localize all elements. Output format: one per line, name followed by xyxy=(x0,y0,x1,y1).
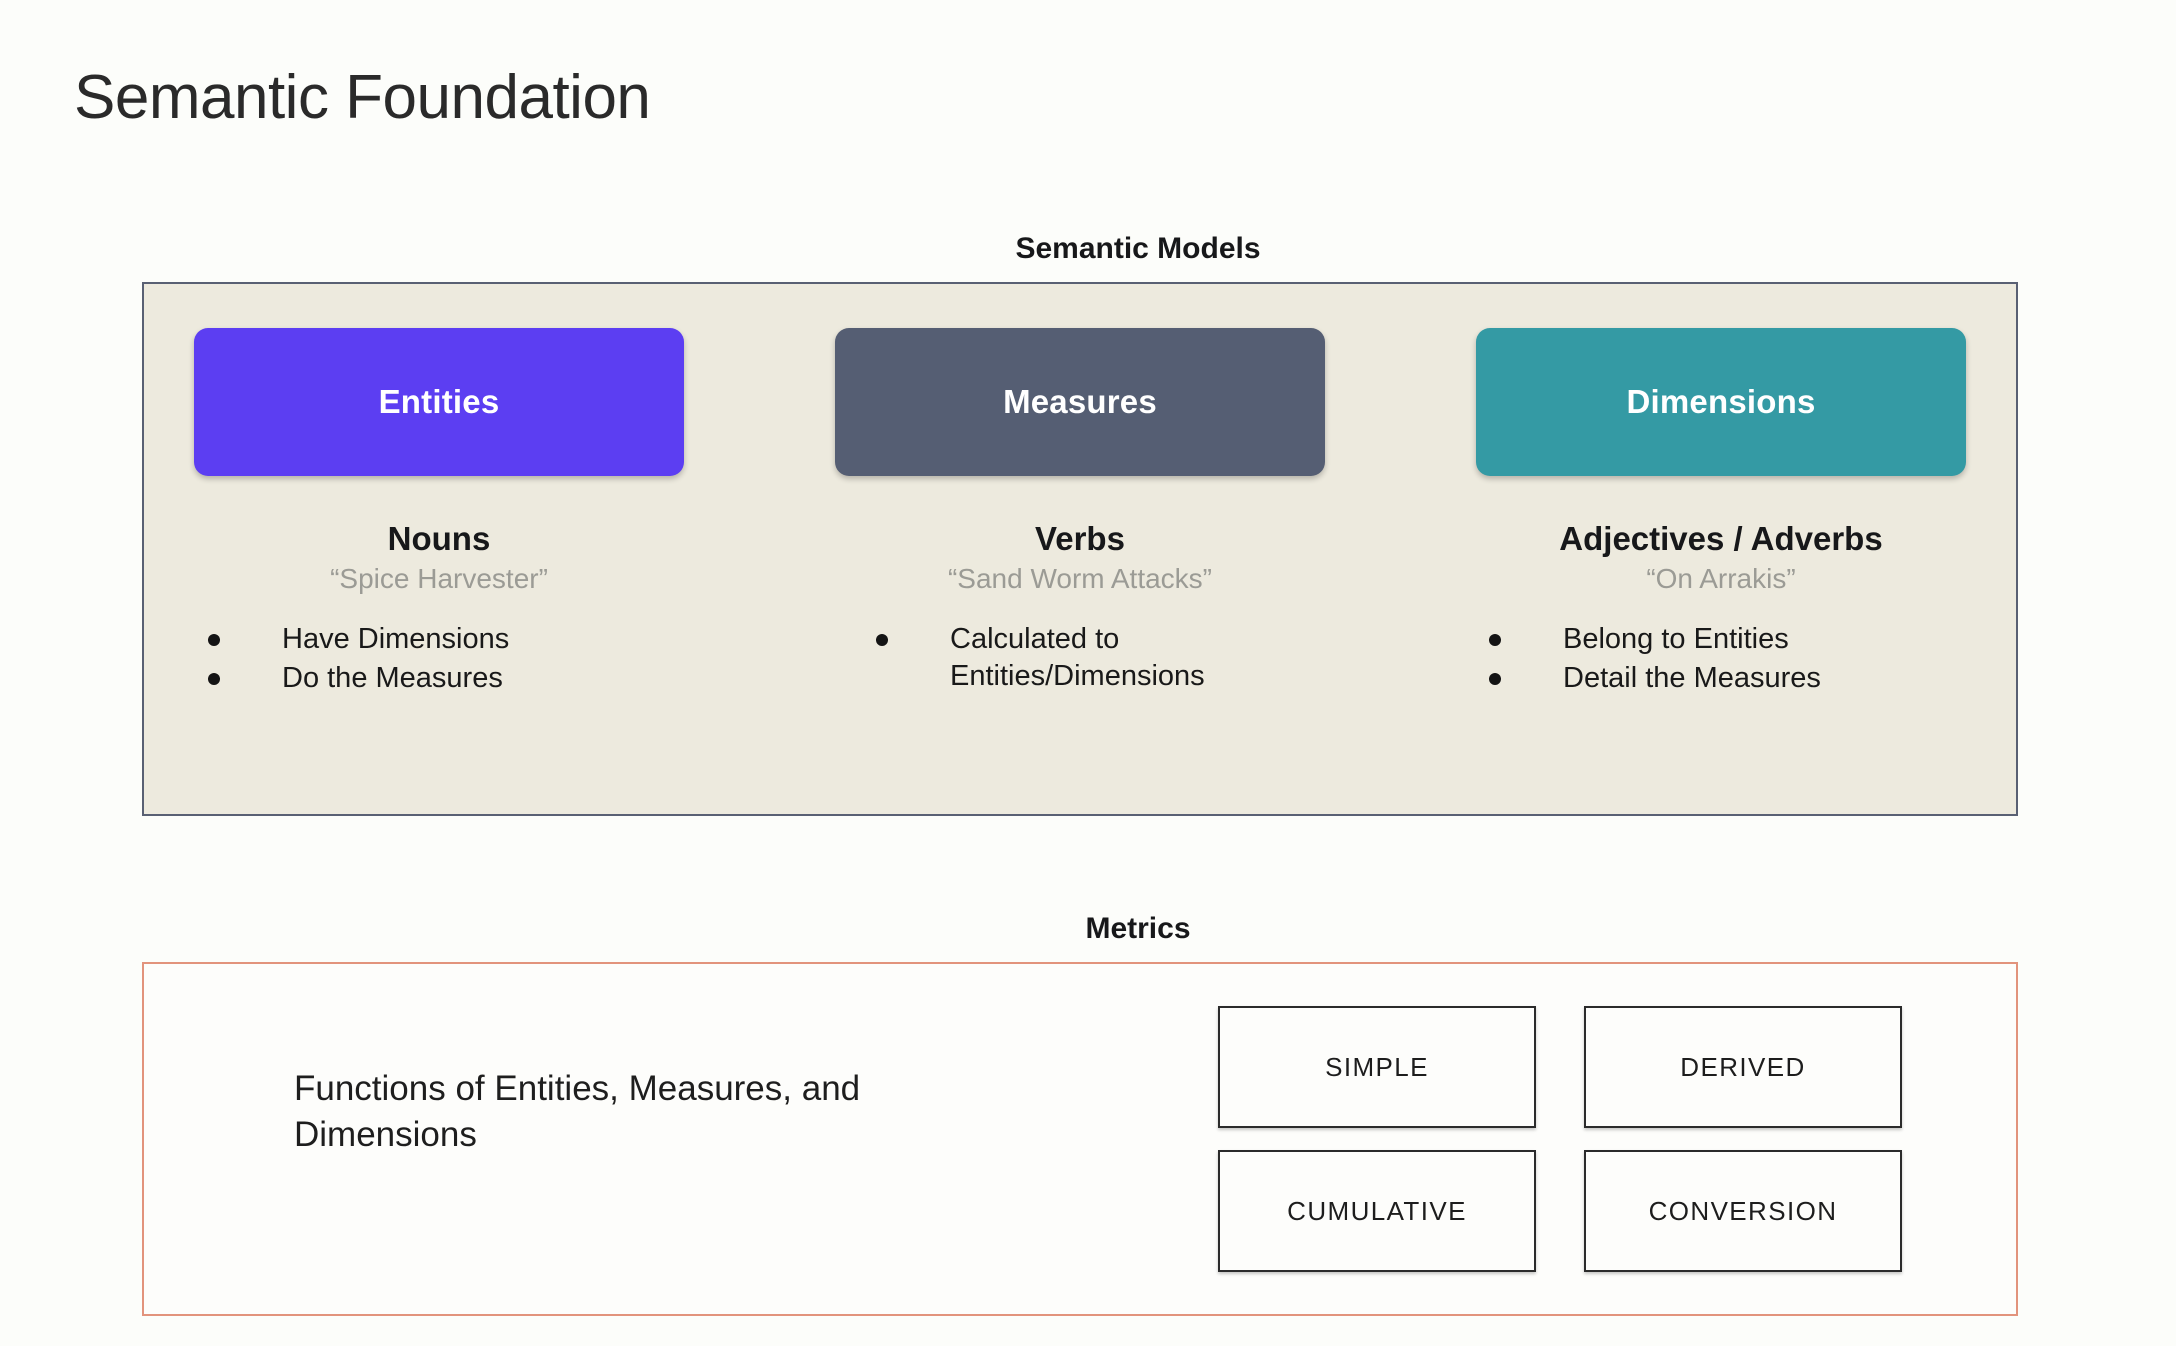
bullet-dot-icon xyxy=(1489,672,1501,685)
dimensions-example: “On Arrakis” xyxy=(1646,562,1796,594)
bullet-dot-icon xyxy=(876,633,888,646)
semantic-models-panel: Entities Nouns “Spice Harvester” Have Di… xyxy=(142,282,2018,816)
measures-bullet-list: Calculated to Entities/Dimensions xyxy=(794,621,1366,695)
semantic-models-caption: Semantic Models xyxy=(1015,232,1261,265)
metric-type-conversion[interactable]: CONVERSION xyxy=(1584,1150,1902,1272)
measures-example: “Sand Worm Attacks” xyxy=(947,562,1212,594)
entities-example: “Spice Harvester” xyxy=(330,562,548,594)
metrics-panel: Functions of Entities, Measures, and Dim… xyxy=(142,962,2018,1316)
semantic-column-entities: Entities Nouns “Spice Harvester” Have Di… xyxy=(194,328,684,814)
semantic-column-measures: Measures Verbs “Sand Worm Attacks” Calcu… xyxy=(835,328,1325,814)
metric-type-simple[interactable]: SIMPLE xyxy=(1218,1006,1536,1128)
measures-bullet-text: Calculated to Entities/Dimensions xyxy=(950,622,1205,692)
semantic-column-dimensions: Dimensions Adjectives / Adverbs “On Arra… xyxy=(1476,328,1966,814)
semantic-models-columns: Entities Nouns “Spice Harvester” Have Di… xyxy=(144,284,2016,814)
list-item: Have Dimensions xyxy=(208,621,698,658)
dimensions-bullet-text: Belong to Entities xyxy=(1563,622,1789,655)
list-item: Do the Measures xyxy=(208,660,698,697)
list-item: Detail the Measures xyxy=(1489,660,1979,697)
dimensions-bullet-list: Belong to Entities Detail the Measures xyxy=(1463,621,1979,699)
bullet-dot-icon xyxy=(1489,633,1501,646)
list-item: Belong to Entities xyxy=(1489,621,1979,658)
dimensions-bullet-text: Detail the Measures xyxy=(1563,661,1821,694)
metric-type-cumulative[interactable]: CUMULATIVE xyxy=(1218,1150,1536,1272)
dimensions-pill[interactable]: Dimensions xyxy=(1476,328,1966,476)
metrics-type-grid: SIMPLE DERIVED CUMULATIVE CONVERSION xyxy=(1218,1006,1908,1272)
metrics-description: Functions of Entities, Measures, and Dim… xyxy=(294,1069,861,1155)
entities-bullet-text: Have Dimensions xyxy=(282,622,510,655)
measures-part-of-speech: Verbs xyxy=(1035,520,1125,557)
list-item: Calculated to Entities/Dimensions xyxy=(876,621,1366,695)
entities-part-of-speech: Nouns xyxy=(387,520,491,557)
entities-pill[interactable]: Entities xyxy=(194,328,684,476)
entities-bullet-list: Have Dimensions Do the Measures xyxy=(180,621,698,699)
metric-type-derived[interactable]: DERIVED xyxy=(1584,1006,1902,1128)
metrics-caption: Metrics xyxy=(1085,912,1191,945)
measures-pill[interactable]: Measures xyxy=(835,328,1325,476)
bullet-dot-icon xyxy=(208,633,220,646)
entities-bullet-text: Do the Measures xyxy=(282,661,503,694)
dimensions-part-of-speech: Adjectives / Adverbs xyxy=(1559,520,1883,557)
bullet-dot-icon xyxy=(208,672,220,685)
page-title: Semantic Foundation xyxy=(74,63,651,132)
